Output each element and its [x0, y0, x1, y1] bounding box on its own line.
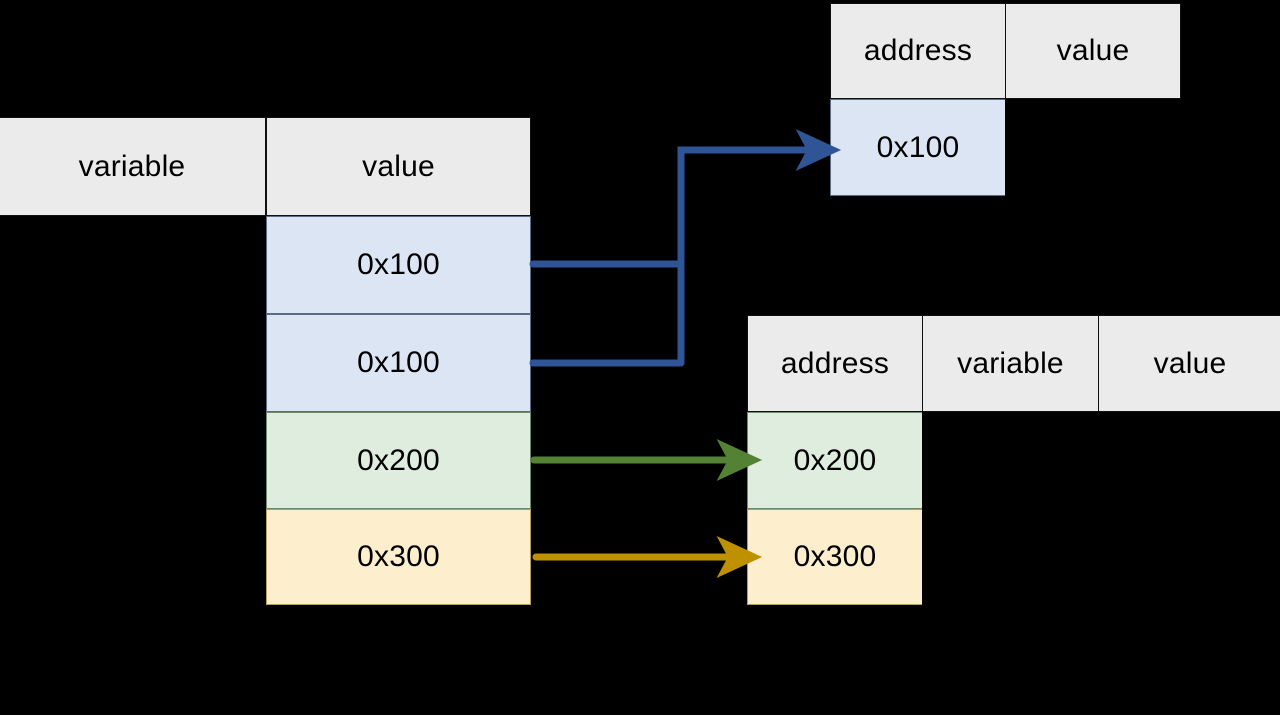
stack-table-row-1-variable: [922, 509, 1099, 605]
stack-table-row-1-address: 0x300: [747, 509, 923, 605]
variable-table-row-0-variable: [0, 216, 266, 314]
stack-table-header-value: value: [1098, 315, 1280, 412]
variable-table-row-0-value: 0x100: [266, 216, 531, 314]
heap-table-header-value: value: [1005, 3, 1181, 99]
variable-table-row-2-value: 0x200: [266, 412, 531, 509]
variable-table-row-3-value: 0x300: [266, 509, 531, 605]
heap-table-row-0-value: [1005, 99, 1181, 196]
variable-table-row-3-variable: [0, 509, 266, 605]
stack-table-row-0-value: [1098, 412, 1280, 509]
stack-table-header-variable: variable: [922, 315, 1099, 412]
variable-table-header-value: value: [266, 117, 531, 216]
stack-table-header-address: address: [747, 315, 923, 412]
variable-table-header-variable: variable: [0, 117, 266, 216]
stack-table-row-0-address: 0x200: [747, 412, 923, 509]
stack-table-row-1-value: [1098, 509, 1280, 605]
heap-table-header-address: address: [830, 3, 1006, 99]
variable-table-row-1-variable: [0, 314, 266, 412]
stack-table-row-0-variable: [922, 412, 1099, 509]
variable-table-row-2-variable: [0, 412, 266, 509]
heap-table-row-0-address: 0x100: [830, 99, 1006, 196]
variable-table-row-1-value: 0x100: [266, 314, 531, 412]
